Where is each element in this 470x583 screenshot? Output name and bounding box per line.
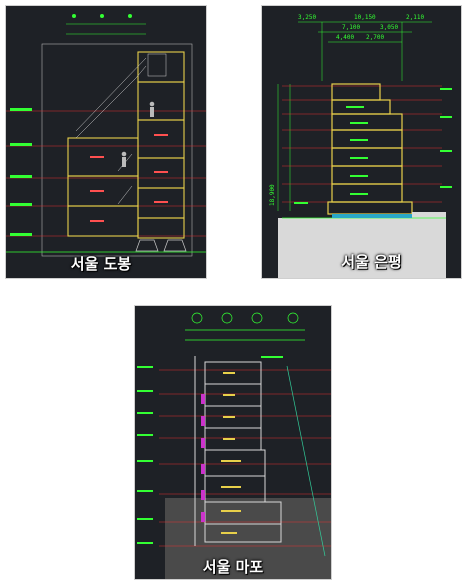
caption-dobong: 서울 도봉	[70, 255, 132, 273]
section-drawing-mapo	[137, 312, 331, 579]
dim-top-2: 10,150	[354, 14, 376, 21]
caption-eunpyeong: 서울 은평	[341, 253, 402, 271]
drawing-mapo: 서울 마포	[135, 306, 331, 579]
section-drawing-eunpyeong: 3,250 10,150 2,110 7,100 3,050 4,400 2,7…	[269, 14, 452, 278]
dim-row3-1: 4,400	[336, 34, 354, 41]
dim-row2-1: 7,100	[342, 24, 360, 31]
dim-row2-2: 3,050	[380, 24, 398, 31]
section-drawing-dobong	[6, 14, 206, 257]
drawing-eunpyeong: 3,250 10,150 2,110 7,100 3,050 4,400 2,7…	[262, 6, 461, 278]
dim-top-3: 2,110	[406, 14, 424, 21]
drawing-dobong: 서울 도봉	[6, 6, 206, 278]
dim-row3-2: 2,700	[366, 34, 384, 41]
dim-top-1: 3,250	[298, 14, 316, 21]
caption-mapo: 서울 마포	[202, 558, 264, 576]
dim-height: 18,900	[269, 184, 276, 206]
